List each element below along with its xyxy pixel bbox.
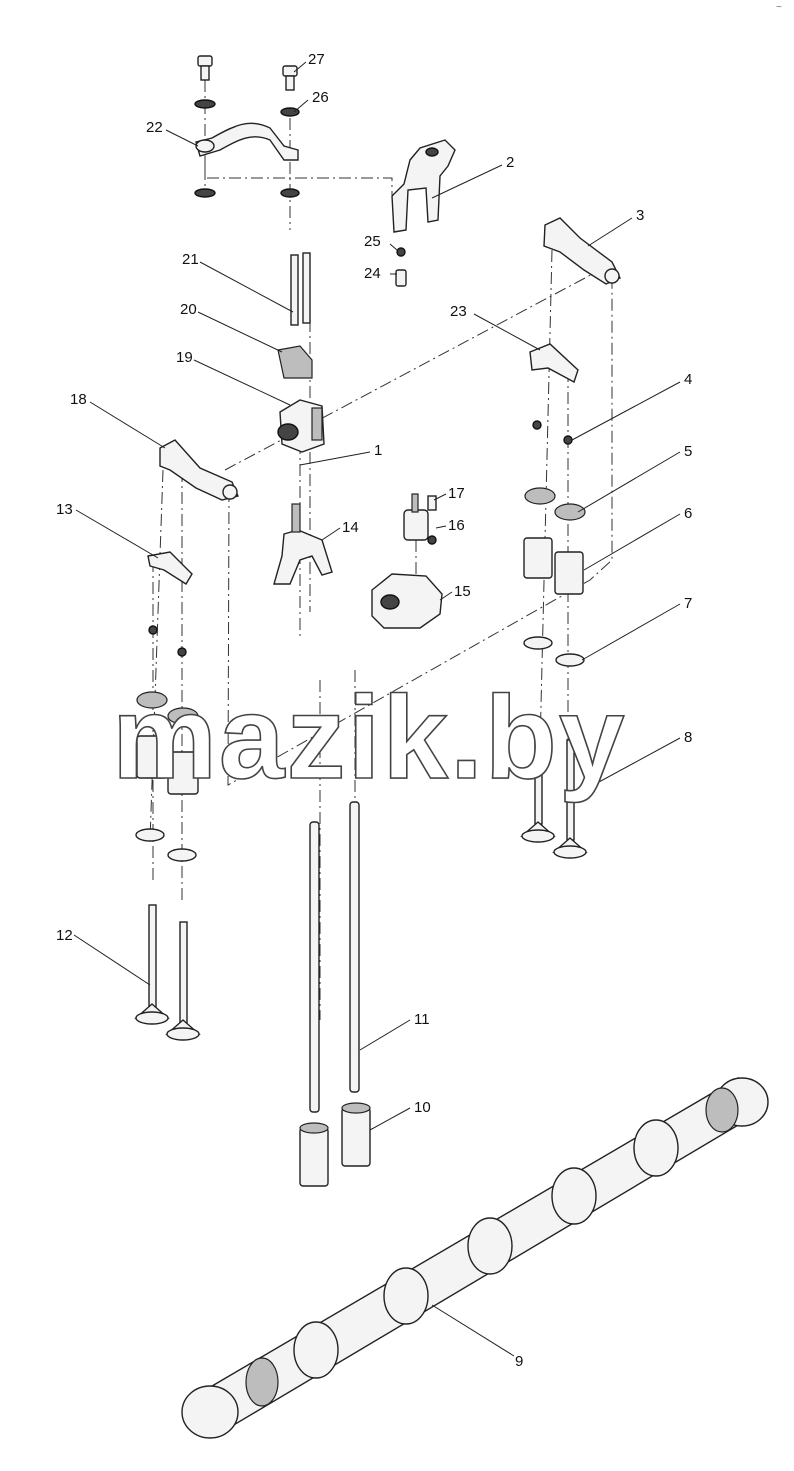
- callout-27: 27: [308, 51, 325, 68]
- callout-4: 4: [684, 371, 692, 388]
- part-18-rocker-arm: [159, 439, 239, 501]
- callout-20: 20: [180, 301, 197, 318]
- watermark-text: mazik.by: [112, 672, 626, 804]
- callout-6: 6: [684, 505, 692, 522]
- callout-23: 23: [450, 303, 467, 320]
- callout-15: 15: [454, 583, 471, 600]
- part-8-valves-right: [520, 721, 588, 859]
- callout-26: 26: [312, 89, 329, 106]
- callout-2: 2: [506, 154, 514, 171]
- part-25-24-screw-nut: [395, 247, 407, 287]
- callout-22: 22: [146, 119, 163, 136]
- callout-10: 10: [414, 1099, 431, 1116]
- callout-17: 17: [448, 485, 465, 502]
- part-20-bracket: [277, 345, 313, 379]
- callout-14: 14: [342, 519, 359, 536]
- part-13-bridge: [147, 551, 193, 585]
- part-21-shaft-studs: [290, 252, 311, 326]
- part-15-housing: [371, 573, 443, 629]
- corner-mark: ~: [776, 2, 782, 13]
- part-5-spring-retainers: [136, 487, 586, 725]
- callout-19: 19: [176, 349, 193, 366]
- callout-3: 3: [636, 207, 644, 224]
- callout-18: 18: [70, 391, 87, 408]
- callout-11: 11: [414, 1011, 430, 1028]
- part-3-rocker-arm: [543, 217, 621, 285]
- part-9-camshaft: [181, 1077, 769, 1439]
- part-26-washers: [194, 99, 300, 198]
- part-2-rocker-arm: [391, 139, 456, 233]
- callout-9: 9: [515, 1353, 523, 1370]
- callout-25: 25: [364, 233, 381, 250]
- part-16-17-valve-bolt: [403, 493, 437, 545]
- part-6-valve-springs: [136, 537, 584, 795]
- callout-labels: 1 2 3 4 5 6 7 8 9 10 11 12 13 14 15 16 1…: [56, 51, 692, 1370]
- part-23-bridge: [529, 343, 579, 384]
- callout-1: 1: [374, 442, 382, 459]
- part-10-tappets: [299, 1102, 371, 1187]
- part-12-valves-left: [134, 904, 201, 1041]
- callout-16: 16: [448, 517, 465, 534]
- part-22-oil-line: [195, 122, 299, 161]
- callout-21: 21: [182, 251, 199, 268]
- keepers-4: [148, 420, 573, 657]
- callout-24: 24: [364, 265, 381, 282]
- part-11-pushrods: [309, 801, 360, 1113]
- part-7-spring-seats: [135, 636, 585, 862]
- callout-5: 5: [684, 443, 692, 460]
- part-14-bracket: [273, 503, 333, 585]
- callout-7: 7: [684, 595, 692, 612]
- part-27-bolts: [197, 55, 298, 91]
- leader-lines: [73, 61, 681, 1357]
- callout-13: 13: [56, 501, 73, 518]
- part-19-support: [277, 399, 325, 453]
- callout-8: 8: [684, 729, 692, 746]
- callout-12: 12: [56, 927, 73, 944]
